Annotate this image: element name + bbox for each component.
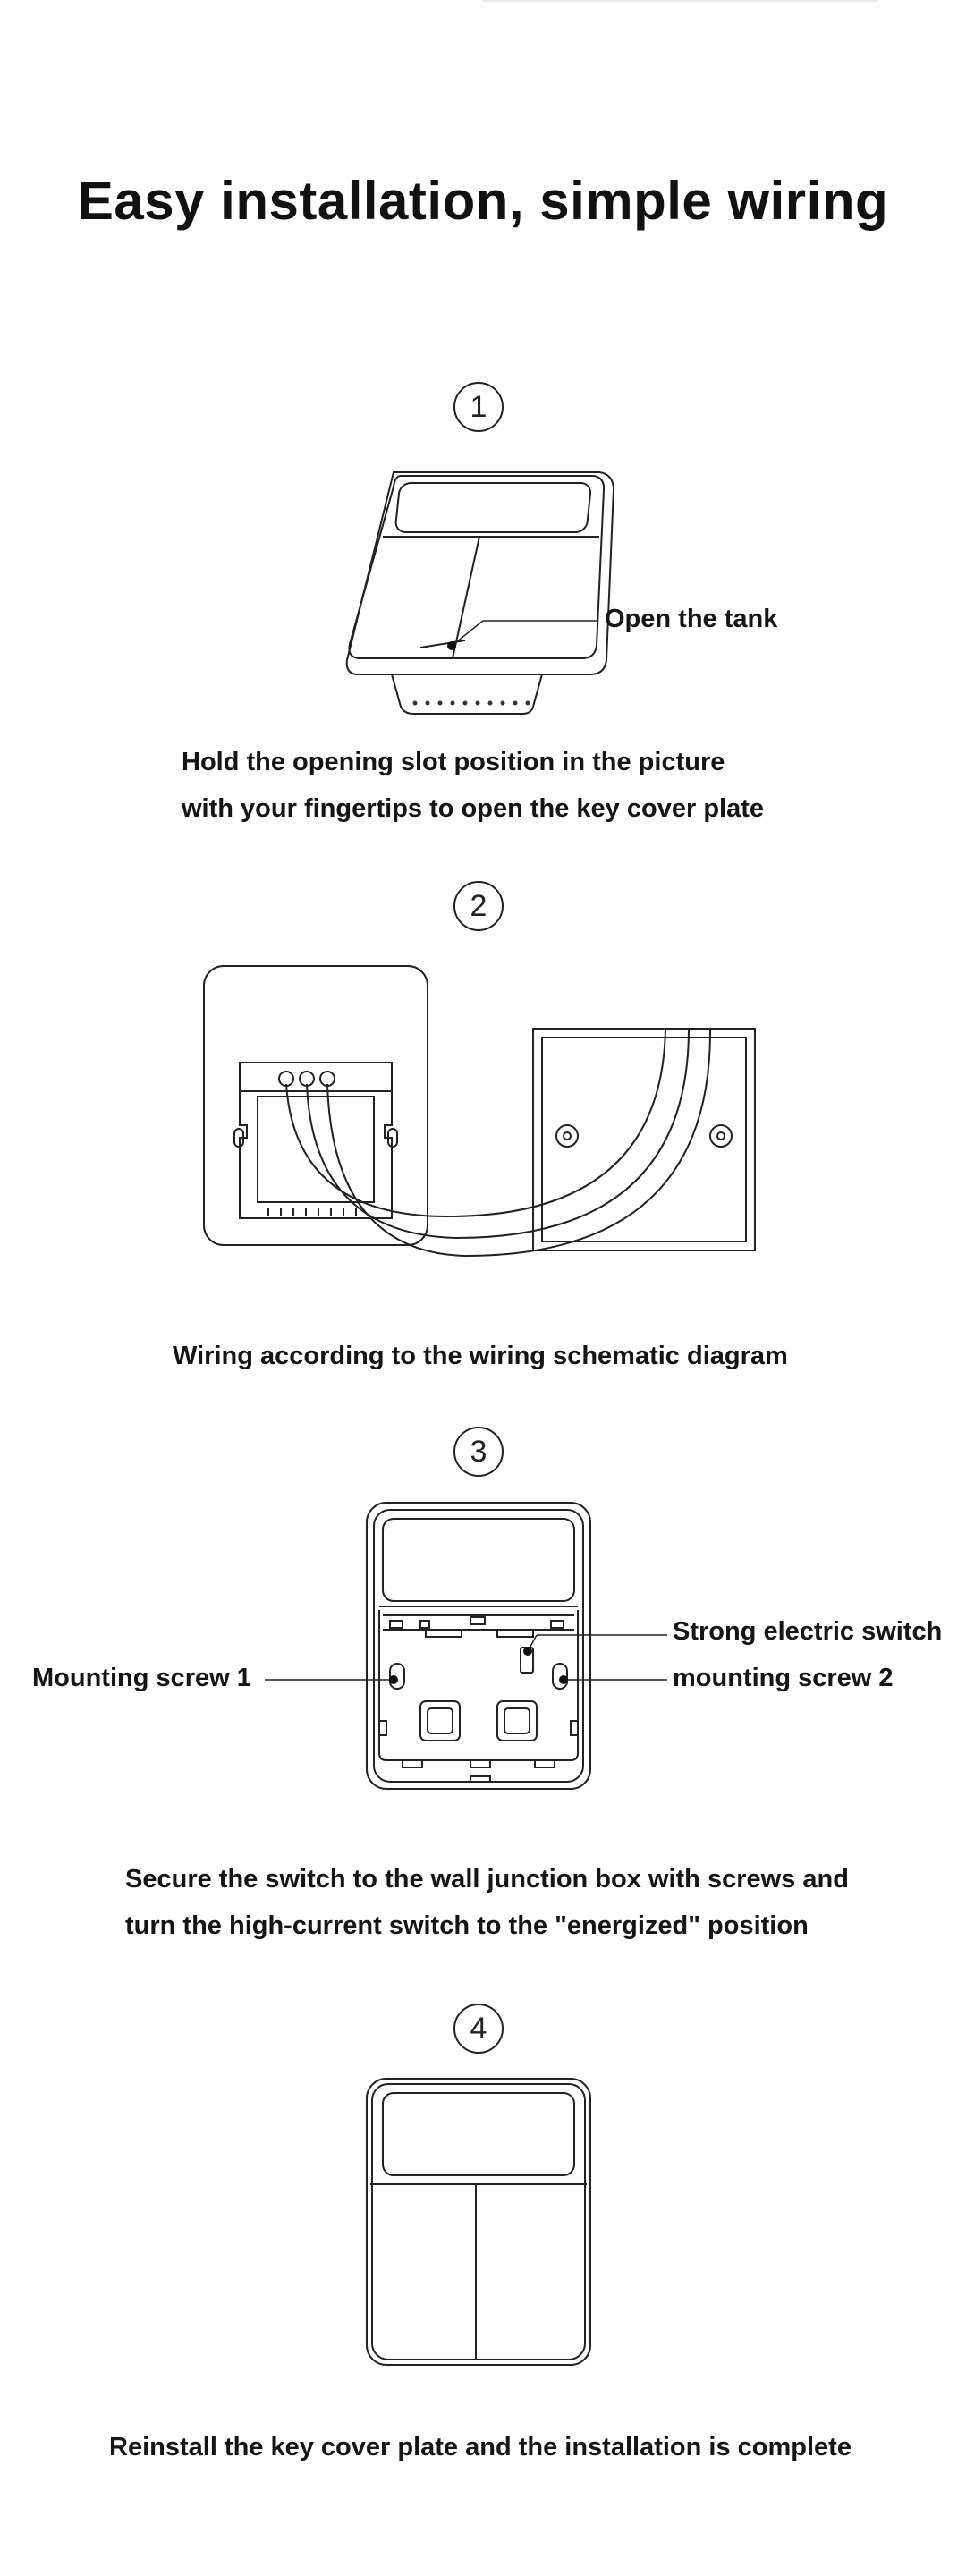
strong-electric-switch-label: Strong electric switch	[673, 1617, 943, 1646]
step-3-caption-line-2: turn the high-current switch to the "ene…	[125, 1911, 809, 1940]
mounting-screw-2-label: mounting screw 2	[673, 1664, 894, 1692]
step-3-caption-line-1: Secure the switch to the wall junction b…	[125, 1865, 849, 1894]
step-4-caption: Reinstall the key cover plate and the in…	[109, 2433, 852, 2462]
top-edge-line	[483, 0, 877, 2]
page-title: Easy installation, simple wiring	[77, 171, 889, 231]
step-1-number: 1	[453, 382, 504, 432]
step-2-number: 2	[453, 881, 504, 931]
mounting-screw-1-label: Mounting screw 1	[32, 1664, 251, 1692]
step-3-number: 3	[453, 1427, 504, 1477]
step-4-number: 4	[453, 2004, 504, 2054]
step-1-caption-line-1: Hold the opening slot position in the pi…	[182, 748, 725, 776]
step-1-caption-line-2: with your fingertips to open the key cov…	[182, 794, 764, 823]
step-2-caption: Wiring according to the wiring schematic…	[173, 1342, 788, 1370]
open-tank-label: Open the tank	[605, 605, 778, 633]
